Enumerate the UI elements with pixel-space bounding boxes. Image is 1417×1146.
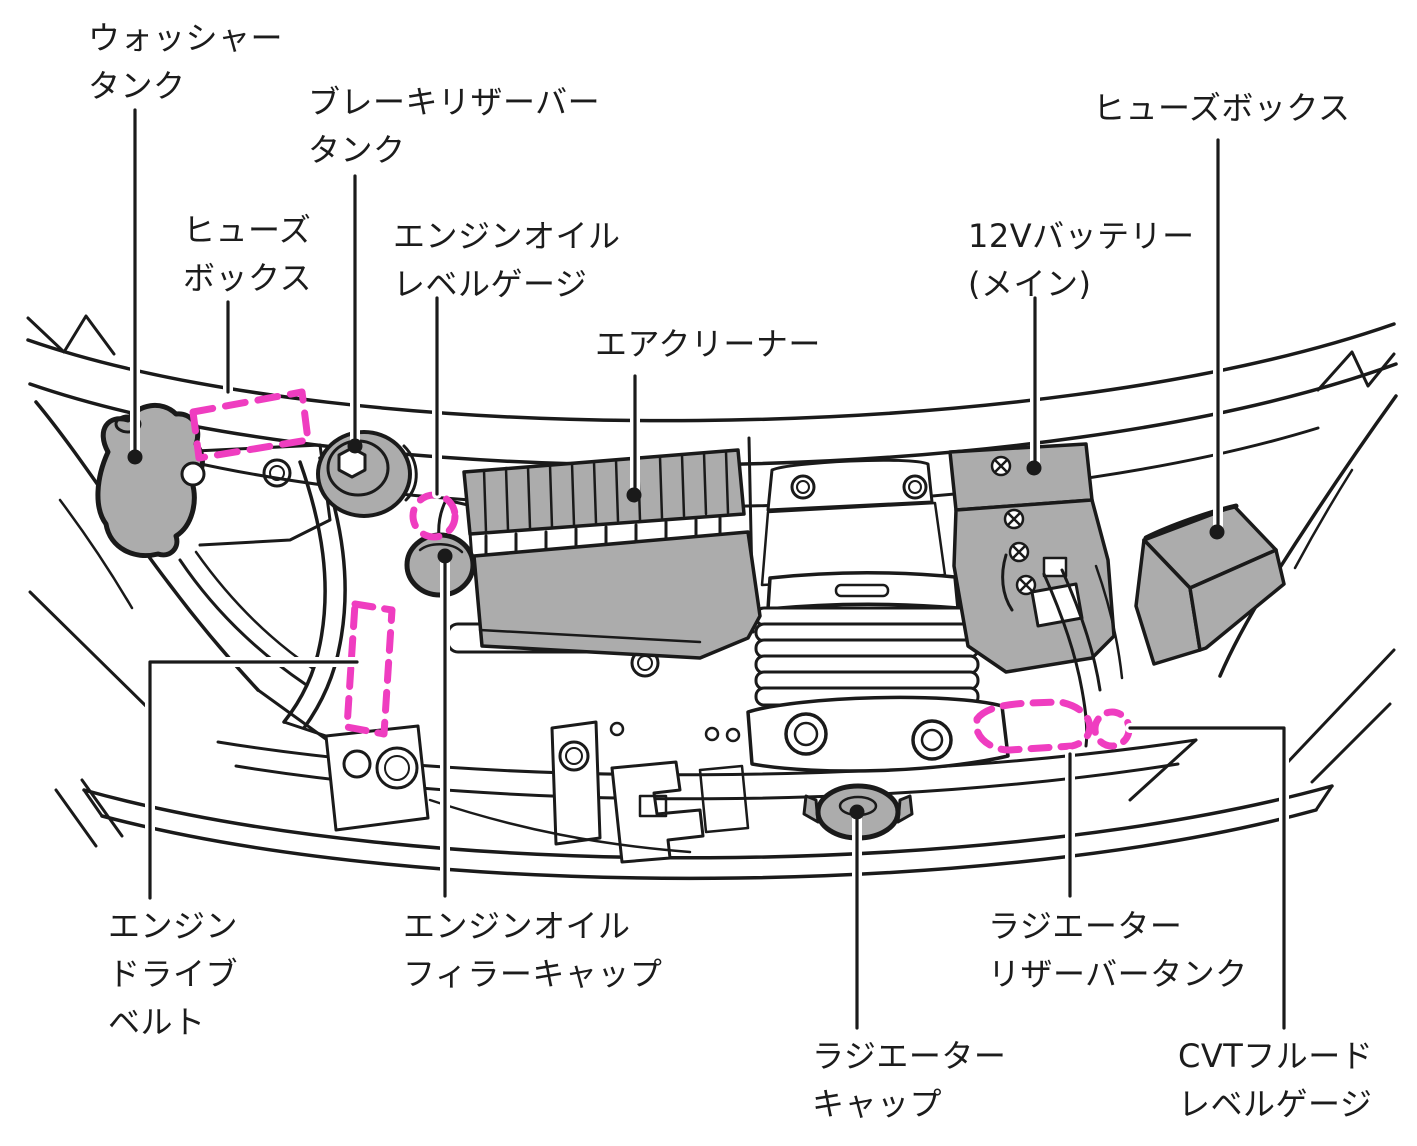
- label-line: ブレーキリザーバー: [308, 83, 601, 121]
- highlight-cvt-gauge: [1091, 708, 1133, 750]
- label-line: エアクリーナー: [595, 325, 821, 363]
- highlight-fuse-box-left: [189, 388, 312, 462]
- bumper-lines: [82, 784, 1334, 881]
- leader-cvt-gauge: [1128, 726, 1286, 1030]
- fuse-box-right-shape: [1134, 503, 1286, 666]
- label-line: エンジン: [108, 907, 239, 945]
- label-line: フィラーキャップ: [403, 955, 663, 993]
- engine-block: [746, 571, 1010, 773]
- label-line: ボックス: [183, 259, 313, 297]
- highlight-drive-belt: [343, 600, 396, 738]
- label-line: ヒューズ: [183, 211, 312, 249]
- label-line: エンジンオイル: [403, 907, 631, 945]
- label-line: タンク: [308, 131, 406, 169]
- label-cvt-fluid-level-gauge: CVTフルード レベルゲージ: [1178, 1032, 1373, 1128]
- label-air-cleaner: エアクリーナー: [595, 320, 821, 368]
- label-engine-oil-level-gauge: エンジンオイル レベルゲージ: [393, 212, 621, 308]
- leader-drive-belt: [148, 660, 359, 900]
- label-brake-reservoir-tank: ブレーキリザーバー タンク: [308, 78, 600, 174]
- highlight-radiator-reservoir: [973, 698, 1094, 754]
- leader-dots: [127, 438, 1225, 820]
- battery-shape: [948, 442, 1116, 674]
- label-line: キャップ: [812, 1085, 943, 1123]
- label-radiator-cap: ラジエーター キャップ: [812, 1032, 1006, 1128]
- label-battery-12v-main: 12Vバッテリー (メイン): [968, 212, 1195, 308]
- label-engine-oil-filler-cap: エンジンオイル フィラーキャップ: [403, 902, 662, 998]
- label-line: ベルト: [108, 1003, 206, 1041]
- label-line: リザーバータンク: [988, 955, 1248, 993]
- washer-tank-shape: [95, 403, 206, 558]
- label-line: レベルゲージ: [1178, 1085, 1373, 1123]
- label-washer-tank: ウォッシャー タンク: [88, 14, 283, 110]
- label-line: ラジエーター: [988, 907, 1183, 945]
- label-line: エンジンオイル: [393, 217, 621, 255]
- label-line: ドライブ: [108, 955, 239, 993]
- right-fender-lines: [1218, 394, 1398, 784]
- brake-reservoir-shape: [316, 430, 418, 518]
- label-engine-drive-belt: エンジン ドライブ ベルト: [108, 902, 238, 1046]
- label-line: ヒューズボックス: [1093, 89, 1351, 127]
- air-cleaner-shape: [437, 448, 762, 660]
- label-fuse-box-left: ヒューズ ボックス: [183, 206, 312, 302]
- left-fender-lines: [28, 400, 260, 848]
- label-radiator-reservoir-tank: ラジエーター リザーバータンク: [988, 902, 1248, 998]
- label-line: CVTフルード: [1178, 1037, 1374, 1075]
- radiator-support: [216, 622, 1198, 864]
- label-line: ウォッシャー: [88, 19, 284, 57]
- label-line: レベルゲージ: [393, 265, 588, 303]
- label-line: ラジエーター: [812, 1037, 1007, 1075]
- label-line: タンク: [88, 67, 186, 105]
- label-line: 12Vバッテリー: [968, 217, 1195, 255]
- label-line: (メイン): [968, 265, 1092, 303]
- label-fuse-box-right: ヒューズボックス: [1093, 84, 1350, 132]
